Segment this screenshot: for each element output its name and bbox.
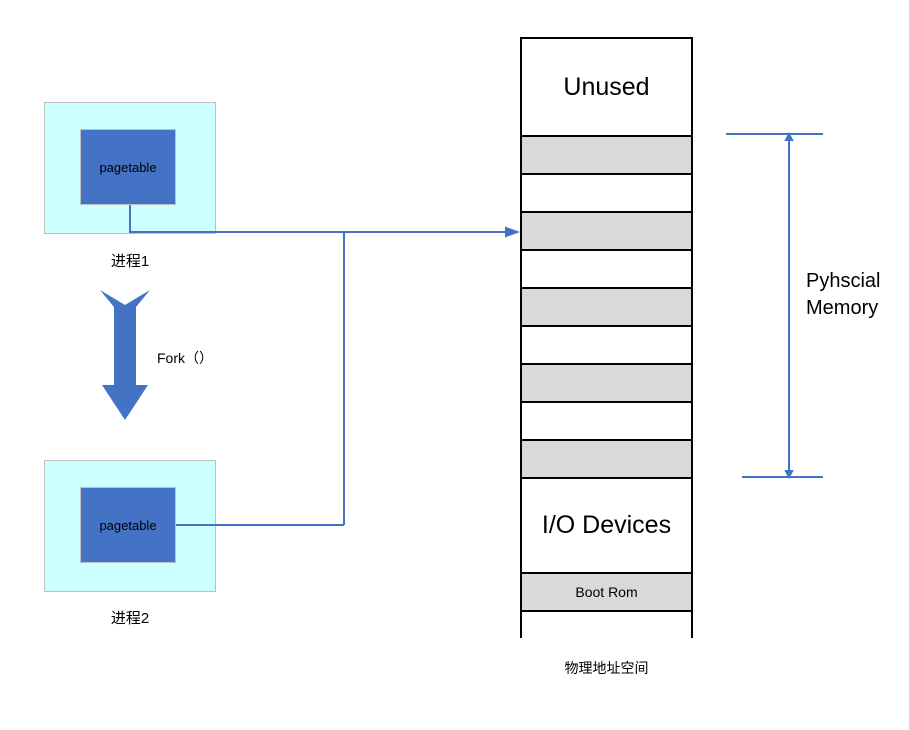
memory-row bbox=[522, 137, 691, 175]
process-1-connector-horizontal bbox=[129, 231, 344, 233]
physical-memory-label: Pyhscial Memory bbox=[806, 268, 880, 322]
memory-row bbox=[522, 365, 691, 403]
merged-connector-horizontal bbox=[343, 231, 511, 233]
memory-row bbox=[522, 403, 691, 441]
process-1-pagetable-label: pagetable bbox=[99, 159, 157, 175]
process-2-caption: 进程2 bbox=[110, 610, 150, 627]
bracket-top-tick bbox=[726, 133, 823, 135]
connector-arrowhead-icon bbox=[505, 226, 520, 238]
bracket-double-arrow-icon bbox=[784, 132, 794, 479]
memory-row-labeled: Boot Rom bbox=[522, 574, 691, 612]
process-1-caption: 进程1 bbox=[110, 253, 150, 270]
memory-row-labeled: Unused bbox=[522, 39, 691, 137]
memory-row bbox=[522, 289, 691, 327]
memory-row bbox=[522, 213, 691, 251]
memory-row bbox=[522, 251, 691, 289]
memory-row bbox=[522, 612, 691, 640]
fork-arrow-icon bbox=[100, 290, 150, 420]
physical-memory-caption: 物理地址空间 bbox=[564, 660, 649, 676]
memory-row-labeled: I/O Devices bbox=[522, 479, 691, 574]
memory-row bbox=[522, 441, 691, 479]
memory-row-label: I/O Devices bbox=[541, 511, 672, 539]
process-2-connector-horizontal bbox=[176, 524, 344, 526]
process-2-connector-vertical bbox=[343, 231, 345, 525]
bracket-bottom-tick bbox=[742, 476, 823, 478]
physical-memory-label-line2: Memory bbox=[806, 297, 879, 319]
process-2-pagetable: pagetable bbox=[80, 487, 176, 563]
fork-label: Fork（） bbox=[157, 350, 213, 366]
process-2-pagetable-label: pagetable bbox=[99, 517, 157, 533]
process-1-pagetable: pagetable bbox=[80, 129, 176, 205]
process-1-connector-vertical bbox=[129, 205, 131, 232]
physical-memory-label-line1: Pyhscial bbox=[806, 270, 881, 292]
memory-row bbox=[522, 327, 691, 365]
memory-row bbox=[522, 175, 691, 213]
memory-row-label: Boot Rom bbox=[575, 584, 638, 600]
memory-row-label: Unused bbox=[563, 72, 650, 101]
